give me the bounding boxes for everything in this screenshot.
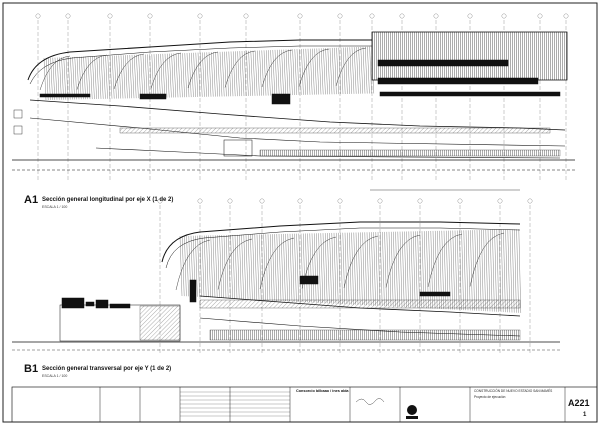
section-b1-title: Sección general transversal por eje Y (1…	[42, 366, 172, 372]
title-block-sheet-count: 1	[583, 412, 587, 418]
section-b1-scale: ESCALA 1 / 100	[42, 374, 68, 378]
section-a1-id: A1	[24, 194, 39, 206]
section-b1-id: B1	[24, 363, 39, 375]
section-a1-scale: ESCALA 1 / 100	[42, 205, 68, 209]
title-block-project-2: Proyecto de ejecución	[474, 395, 506, 399]
section-a1-title: Sección general longitudinal por eje X (…	[42, 197, 174, 203]
title-block	[11, 386, 598, 423]
section-a1-drawing	[12, 13, 575, 191]
title-block-project-1: CONSTRUCCIÓN DE NUEVO ESTADIO SAN MAMÉS	[474, 389, 553, 393]
section-b1-drawing	[12, 198, 560, 354]
title-block-sheet-number: A221	[568, 398, 590, 408]
title-block-firm: Consorcio bilbaao / ines alda	[296, 389, 349, 393]
